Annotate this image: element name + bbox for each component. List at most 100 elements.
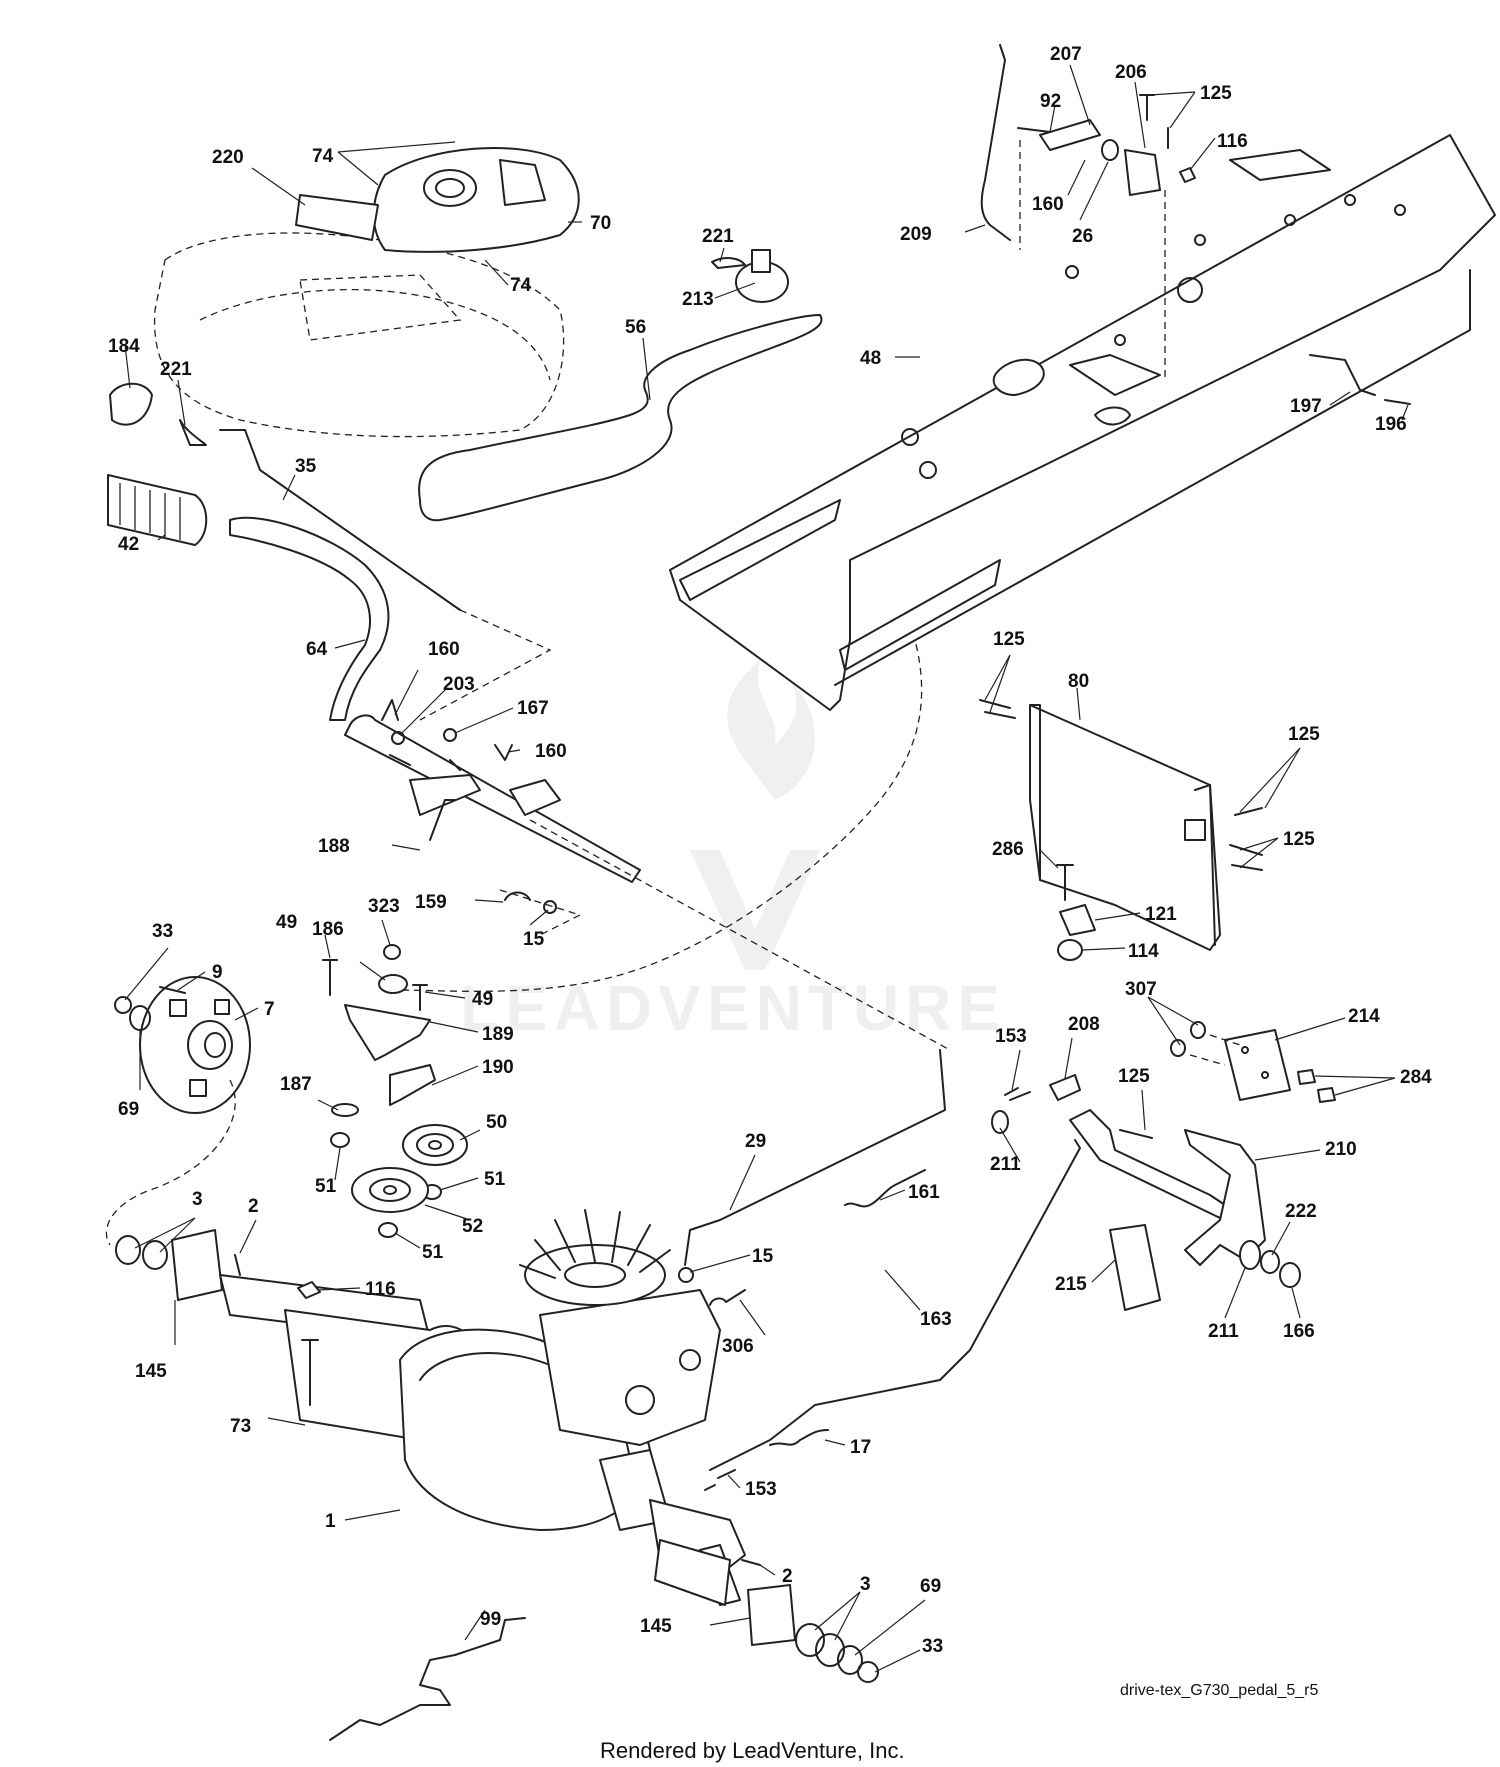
- callout-207: 207: [1050, 44, 1082, 65]
- bracket-208: [1049, 1074, 1081, 1101]
- washer-187: [331, 1103, 359, 1117]
- nut-51a: [330, 1132, 350, 1148]
- callout-80: 80: [1068, 671, 1089, 692]
- callout-42: 42: [118, 534, 139, 555]
- callout-323: 323: [368, 896, 400, 917]
- wheel-hub-7: [139, 976, 251, 1114]
- callout-2-right: 2: [782, 1566, 793, 1587]
- bearing-186: [378, 974, 408, 994]
- pulley-52: [351, 1167, 429, 1213]
- callout-184: 184: [108, 336, 140, 357]
- washer-166: [1279, 1262, 1301, 1288]
- bearing-145-left: [171, 1229, 223, 1301]
- idler-bracket-189: [344, 1004, 431, 1061]
- callout-211-left: 211: [990, 1154, 1021, 1175]
- callout-161: 161: [908, 1182, 940, 1203]
- rod-99: [329, 1617, 526, 1741]
- callout-206: 206: [1115, 62, 1147, 83]
- handle-64: [229, 516, 390, 721]
- callout-116-top: 116: [1217, 131, 1248, 152]
- bracket-80: [1029, 704, 1221, 951]
- callout-1: 1: [325, 1511, 336, 1532]
- washer-15-bottom: [678, 1267, 694, 1283]
- callout-220: 220: [212, 147, 244, 168]
- watermark-logo: LEADVENTURE: [460, 660, 1006, 1044]
- callout-26: 26: [1072, 226, 1093, 247]
- callout-284: 284: [1400, 1067, 1432, 1088]
- callout-167: 167: [517, 698, 549, 719]
- callout-189: 189: [482, 1024, 514, 1045]
- callout-92: 92: [1040, 91, 1061, 112]
- callout-190: 190: [482, 1057, 514, 1078]
- bolt-49-right: [412, 984, 428, 1011]
- callout-163: 163: [920, 1309, 952, 1330]
- bracket-207: [1039, 119, 1101, 151]
- part-184: [109, 382, 153, 426]
- callout-125-top: 125: [1200, 83, 1232, 104]
- callout-labels: 220 74 70 74 221 213 56 207 206 125 92 1…: [108, 44, 1432, 1657]
- callout-35: 35: [295, 456, 317, 477]
- bolt-196: [1384, 399, 1411, 405]
- bolt-92: [1017, 127, 1051, 133]
- washer-3-left-a: [115, 1235, 141, 1265]
- rod-35: [219, 429, 461, 611]
- washer-203: [391, 731, 405, 745]
- rod-163: [709, 1139, 1081, 1471]
- clip-284b: [1317, 1087, 1336, 1103]
- diagram-id: drive-tex_G730_pedal_5_r5: [1120, 1682, 1318, 1699]
- pin-159: [504, 891, 531, 901]
- bolt-125-80a: [979, 699, 1016, 719]
- callout-52: 52: [462, 1216, 483, 1237]
- callout-33-left: 33: [152, 921, 173, 942]
- pin-153-bottom: [704, 1469, 736, 1491]
- callout-3-right: 3: [860, 1574, 871, 1595]
- callout-50: 50: [486, 1112, 507, 1133]
- callout-203: 203: [443, 674, 475, 695]
- callout-160-top: 160: [1032, 194, 1064, 215]
- washer-222: [1260, 1250, 1280, 1274]
- callout-51a: 51: [315, 1176, 337, 1197]
- callout-49-right: 49: [472, 989, 493, 1010]
- bolt-125-80c: [1229, 844, 1263, 871]
- callout-74-mid: 74: [510, 275, 532, 296]
- shift-rod-209: [980, 44, 1011, 241]
- callout-17: 17: [850, 1437, 871, 1458]
- callout-222: 222: [1285, 1201, 1317, 1222]
- callout-214: 214: [1348, 1006, 1380, 1027]
- watermark-text: LEADVENTURE: [460, 972, 1006, 1044]
- washer-15-mid: [543, 900, 557, 914]
- callout-114: 114: [1128, 941, 1159, 962]
- washer-3-right-a: [795, 1623, 825, 1657]
- pedal-plate-214: [1224, 1029, 1291, 1101]
- callout-69-right: 69: [920, 1576, 941, 1597]
- pin-153-right: [1004, 1087, 1031, 1101]
- callout-3-left: 3: [192, 1189, 203, 1210]
- callout-153-bottom: 153: [745, 1479, 777, 1500]
- callout-49-left: 49: [276, 912, 297, 933]
- washer-3-left-b: [142, 1240, 168, 1270]
- callout-2-left: 2: [248, 1196, 259, 1217]
- drive-belt: [418, 314, 823, 522]
- callout-196: 196: [1375, 414, 1407, 435]
- callout-69-left: 69: [118, 1099, 139, 1120]
- footer-credit: Rendered by LeadVenture, Inc.: [600, 1738, 905, 1763]
- callout-51b: 51: [484, 1169, 506, 1190]
- bracket-121: [1059, 904, 1096, 936]
- callout-56: 56: [625, 317, 646, 338]
- callout-74-top: 74: [312, 146, 334, 167]
- callout-186: 186: [312, 919, 344, 940]
- callout-125-80a: 125: [993, 629, 1025, 650]
- key-2-right: [741, 1559, 761, 1566]
- pedal-shaft: [1069, 1109, 1226, 1219]
- callout-286: 286: [992, 839, 1024, 860]
- idler-arm-190: [389, 1064, 436, 1106]
- washer-307b: [1170, 1039, 1186, 1057]
- pedal-pad-215: [1109, 1224, 1161, 1311]
- spring-17: [769, 1429, 829, 1446]
- callout-209: 209: [900, 224, 932, 245]
- callout-121: 121: [1145, 904, 1177, 925]
- callout-211-right: 211: [1208, 1321, 1239, 1342]
- key-2-left: [234, 1254, 241, 1276]
- clip-33-left: [114, 996, 132, 1014]
